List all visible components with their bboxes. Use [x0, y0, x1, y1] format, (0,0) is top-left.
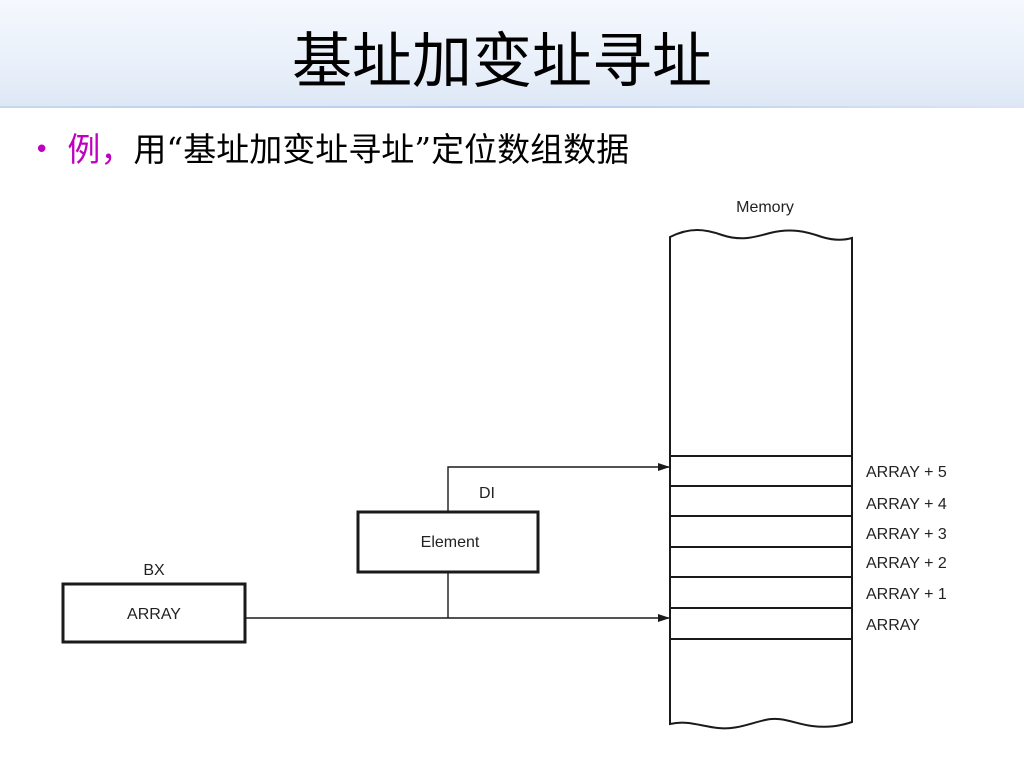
cell-label-array-plus-3: ARRAY + 3: [866, 526, 947, 543]
cell-label-array-plus-4: ARRAY + 4: [866, 496, 947, 513]
memory-label: Memory: [736, 199, 794, 216]
memory-cells: [670, 455, 852, 640]
bx-register-label: BX: [143, 562, 165, 579]
cell-label-array: ARRAY: [866, 617, 920, 634]
bx-register-value: ARRAY: [127, 606, 181, 623]
bx-register-box: [61, 582, 247, 644]
cell-labels: ARRAY + 5 ARRAY + 4 ARRAY + 3 ARRAY + 2 …: [866, 464, 947, 634]
cell-label-array-plus-5: ARRAY + 5: [866, 464, 947, 481]
connectors: [245, 463, 670, 622]
bullet-lead: 例，: [67, 130, 134, 169]
memory-column: [669, 229, 853, 730]
bullet-dot-icon: •: [34, 135, 50, 165]
di-register-label: DI: [479, 485, 495, 502]
bullet-item: • 例， 用“基址加变址寻址”定位数组数据: [34, 128, 629, 172]
cell-label-array-plus-1: ARRAY + 1: [866, 586, 947, 603]
title-band: [0, 0, 1024, 108]
di-to-element-arrow: [447, 463, 670, 512]
di-register-value: Element: [421, 534, 480, 551]
bullet-text: 用“基址加变址寻址”定位数组数据: [133, 130, 630, 169]
cell-label-array-plus-2: ARRAY + 2: [866, 555, 947, 572]
slide-title: 基址加变址寻址: [292, 27, 712, 97]
